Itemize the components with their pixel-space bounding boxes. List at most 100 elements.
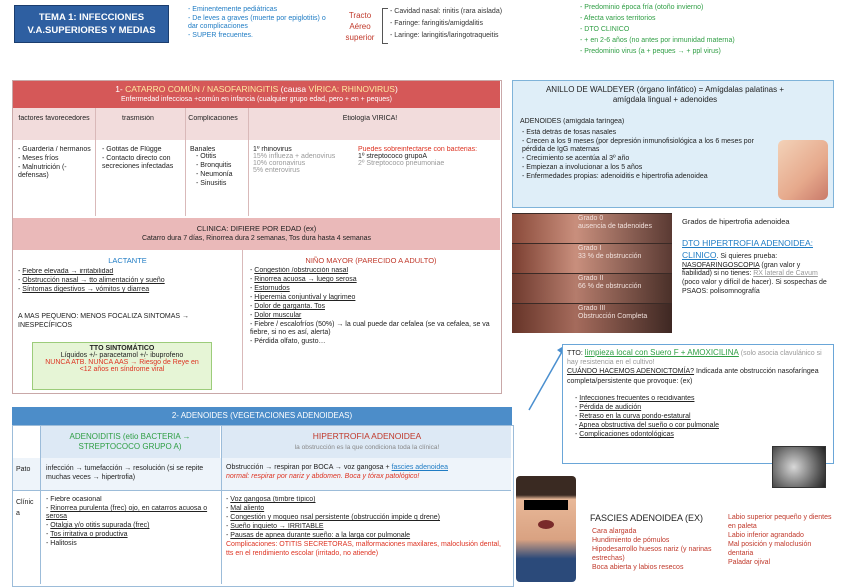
- title-line-2: V.A.SUPERIORES Y MEDIAS: [27, 25, 156, 36]
- clin-h-item: Pausas de apnea durante sueño: a la larg…: [226, 532, 508, 540]
- s1-header-etiologia: Etiología VÍRICA!: [342, 115, 398, 122]
- grados-title: Grados de hipertrofia adenoidea: [682, 217, 790, 226]
- s1-factor-item: Malnutrición (- defensas): [18, 164, 93, 180]
- adenoidectomia-list: Infecciones frecuentes o recidivantes Pé…: [575, 395, 825, 440]
- waldeyer-item: Crecimiento se acentúa al 3º año: [522, 155, 777, 163]
- s1-nino-item: Dolor de garganta. Tos: [250, 303, 495, 311]
- s1-clinica-band: CLINICA: DIFIERE POR EDAD (ex) Catarro d…: [13, 218, 500, 250]
- title-box: TEMA 1: INFECCIONES V.A.SUPERIORES Y MED…: [14, 5, 169, 43]
- grado-1-caption: Grado I 33 % de obstrucción: [578, 245, 670, 261]
- pato-h3: normal: respirar por nariz y abdomen. Bo…: [226, 473, 420, 481]
- adenoidectomia-item: Apnea obstructiva del sueño o cor pulmon…: [575, 422, 825, 430]
- tto-note: (solo asocia clavulánico si hay resisten…: [567, 350, 822, 367]
- grado-0-name: Grado 0: [578, 215, 604, 222]
- adenoidectomia-item: Retraso en la curva pondo-estatural: [575, 413, 825, 421]
- fascies-left-item: Cara alargada: [592, 528, 637, 535]
- epi-list: Predominio época fría (otoño invierno) A…: [580, 4, 780, 57]
- row-label-pato: Pato: [16, 466, 31, 473]
- face-mouth: [538, 520, 554, 529]
- hipertrofia-sub: la obstrucción es la que condiciona toda…: [294, 444, 440, 451]
- tto-red-2: <12 años en síndrome viral: [79, 366, 165, 373]
- s1-divider: [95, 108, 96, 216]
- s1-title-b: CATARRO COMÚN / NASOFARINGITIS: [125, 84, 279, 94]
- s1-mid-divider: [242, 250, 243, 390]
- when-title: CUÁNDO HACEMOS ADENOICTOMÍA?: [567, 368, 695, 376]
- xray-image: [772, 446, 826, 488]
- s2-head-right: [221, 426, 511, 458]
- s1-nino-text: Fiebre / escalofríos (50%) → la cual pue…: [250, 321, 490, 337]
- fascies-right-item: Labio inferior agrandado: [728, 532, 804, 540]
- clin-h-text: Sueño inquieto → IRRITABLE: [230, 523, 324, 531]
- adenoidectomia-item: Pérdida de audición: [575, 404, 825, 412]
- grado-2-name: Grado II: [578, 275, 604, 282]
- tract-brace: [382, 8, 388, 44]
- s1-trasmision-item: Gotitas de Flügge: [102, 146, 182, 154]
- grado-0-caption: Grado 0 ausencia de tadenoides: [578, 215, 670, 231]
- s1-header-complicaciones: Complicaciones: [188, 115, 238, 122]
- s1-nino-text: Rinorrea acuosa → luego serosa: [254, 276, 357, 284]
- s1-nino-item: Hiperemia conjuntival y lagrimeo: [250, 294, 495, 302]
- s2-divider: [13, 490, 511, 491]
- rx-label: RX lateral de Cavum: [753, 270, 818, 278]
- s1-lactante-item: Síntomas digestivos → vómitos y diarrea: [18, 286, 240, 294]
- s1-nino-item: Pérdida olfato, gusto…: [250, 338, 495, 346]
- s1-bact-2: 2º Streptococo pneumoniae: [358, 160, 445, 167]
- child-anatomy-image: [778, 140, 828, 200]
- child-face-photo: [516, 476, 576, 582]
- clin-a-item: Otalgia y/o otitis supurada (frec): [46, 522, 218, 530]
- clinica-adenoiditis: Fiebre ocasional Rinorrea purulenta (fre…: [46, 496, 218, 549]
- s1-bacterias: Puedes sobreinfectarse con bacterias: 1º…: [358, 146, 490, 167]
- adenoides-title: ADENOIDES (amígdala faríngea): [520, 118, 625, 125]
- adenoidectomia-text: Pérdida de audición: [579, 404, 642, 412]
- section1-header: 1- CATARRO COMÚN / NASOFARINGITIS (causa…: [13, 81, 500, 108]
- fascies-right: Labio superior pequeño y dientes en pale…: [728, 513, 838, 568]
- fascies-title: FASCIES ADENOIDEA (EX): [590, 513, 704, 523]
- tract-item: Laringe: laringitis/laringotraqueitis: [390, 32, 560, 40]
- tto-label: TTO:: [567, 350, 585, 357]
- waldeyer-list: Está detrás de fosas nasales Crecen a lo…: [522, 129, 777, 182]
- waldeyer-item: Está detrás de fosas nasales: [522, 129, 777, 137]
- s1-nino-text: Estornudos: [254, 285, 290, 293]
- s1-clin-sub: Catarro dura 7 días, Rinorrea dura 2 sem…: [141, 235, 372, 242]
- intro-item: De leves a graves (muerte por epiglotiti…: [188, 15, 336, 31]
- clin-a-text: Fiebre ocasional: [50, 496, 102, 503]
- intro-list: Eminentemente pediátricas De leves a gra…: [188, 6, 336, 41]
- grado-2-caption: Grado II 66 % de obstrucción: [578, 275, 670, 291]
- pato-h1: Obstrucción → respiran por BOCA → voz ga…: [226, 464, 392, 471]
- clin-a-text: Tos irritativa o productiva: [50, 531, 128, 539]
- tract-item: Faringe: faringitis/amigdalitis: [390, 20, 560, 28]
- clin-h-item: Congestión y moqueo nsal persistente (ob…: [226, 514, 508, 522]
- epi-item: + en 2-6 años (no antes por inmunidad ma…: [580, 37, 780, 45]
- intro-item: SUPER frecuentes.: [188, 32, 336, 40]
- s1-etio-3: 10% coronavirus: [253, 160, 306, 167]
- naso-label: NASOFARINGOSCOPIA: [682, 261, 760, 269]
- s1-header-trasmision: trasmisión: [122, 115, 154, 122]
- clin-h-item: Voz gangosa (timbre típico): [226, 496, 508, 504]
- s1-nino-item: Dolor muscular: [250, 312, 495, 320]
- s1-title-d: VÍRICA: RHINOVIRUS: [308, 84, 395, 94]
- when-rest: Indicada ante obstrucción nasofaríngea c…: [567, 368, 819, 385]
- grado-0-image: [512, 214, 672, 243]
- tract-item: Cavidad nasal: rinitis (rara aislada): [390, 8, 560, 16]
- s2-row-pato: [13, 458, 511, 490]
- s1-etio-2: 15% influeza + adenovirus: [253, 153, 336, 160]
- section2-header: 2- ADENOIDES (VEGETACIONES ADENOIDEAS): [12, 407, 512, 425]
- grados-dto: DTO HIPERTROFIA ADENOIDEA: CLINICO. Si q…: [682, 238, 832, 297]
- epi-item: Predominio virus (a + peques → + ppl vir…: [580, 48, 780, 56]
- s1-trasmision-item: Contacto directo con secreciones infecta…: [102, 155, 182, 171]
- clin-h-text: Congestión y moqueo nsal persistente (ob…: [230, 514, 441, 522]
- s1-etio-1: 1º rhinovirus: [253, 146, 292, 153]
- grado-1-desc: 33 % de obstrucción: [578, 253, 642, 261]
- s1-nino-item: Congestión /obstrucción nasal: [250, 267, 495, 275]
- clin-h-text: Mal aliento: [230, 505, 265, 513]
- s1-complic-item: Neumonía: [196, 171, 248, 179]
- s2-divider: [221, 426, 222, 584]
- fascies-left-item: Boca abierta y labios resecos: [592, 564, 684, 572]
- s1-divider: [185, 108, 186, 216]
- s1-bact-1: 1º streptococo grupoA: [358, 153, 428, 160]
- fascies-left-item: Hipodesarrollo huesos nariz (y narinas e…: [592, 546, 712, 563]
- s1-nino-text: Dolor muscular: [254, 312, 302, 320]
- grado-1-name: Grado I: [578, 245, 602, 252]
- intro-item: Eminentemente pediátricas: [188, 6, 336, 14]
- clin-h-text: Pausas de apnea durante sueño: a la larg…: [230, 532, 411, 540]
